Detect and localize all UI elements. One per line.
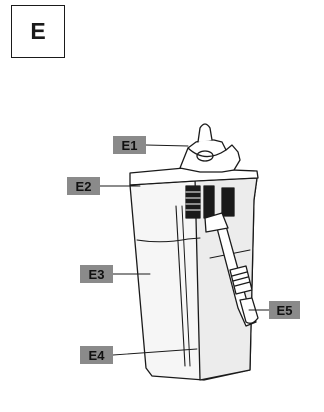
callout-e2: E2 <box>67 177 100 195</box>
inner-divider-back <box>181 205 191 367</box>
connector-block <box>185 185 201 219</box>
section-letter: E <box>30 18 46 44</box>
leader-e1 <box>145 144 189 147</box>
callout-e5: E5 <box>269 301 300 319</box>
callout-e1: E1 <box>113 136 146 154</box>
fill-level-line <box>136 237 201 243</box>
leader-e4 <box>112 348 198 356</box>
callout-e4: E4 <box>80 346 113 364</box>
callout-e3: E3 <box>80 265 113 283</box>
section-label-box: E <box>11 5 65 58</box>
tube-connector <box>229 265 253 295</box>
inner-divider-front <box>175 205 186 367</box>
